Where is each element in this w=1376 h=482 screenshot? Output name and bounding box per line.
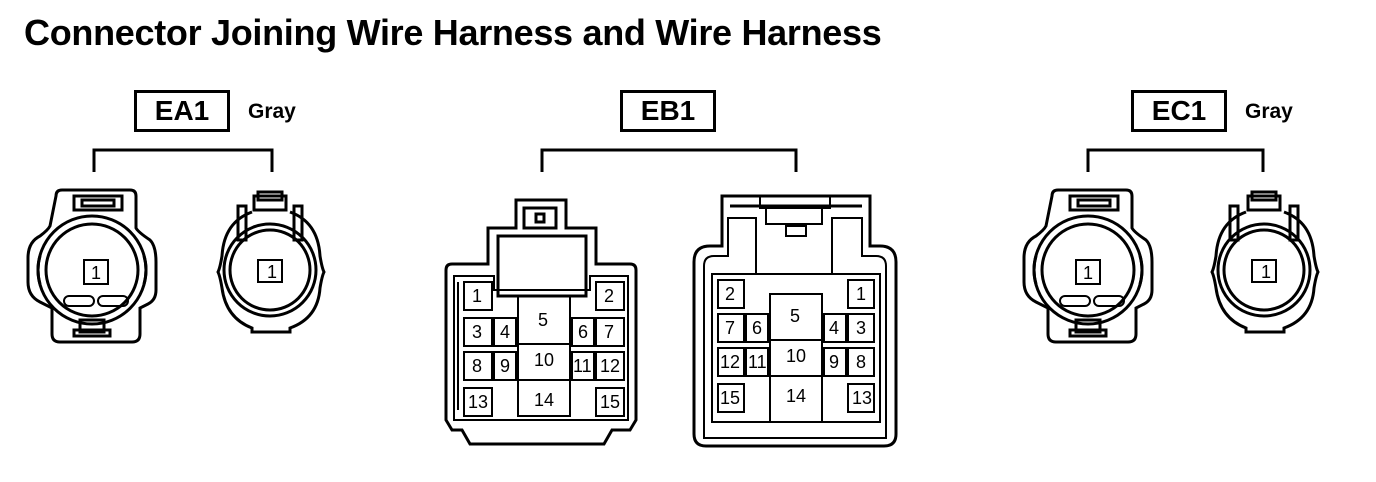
connector-ec1-male: [1210, 190, 1320, 334]
bracket-ea1: [92, 148, 274, 172]
pin-1-eb1-female: 1: [472, 286, 482, 306]
connector-color-ec1: Gray: [1245, 100, 1293, 123]
pin-7-eb1-male: 7: [725, 318, 735, 338]
connector-code-ec1: EC1: [1131, 90, 1227, 132]
pin-8-eb1-female: 8: [472, 356, 482, 376]
pin-4-eb1-female: 4: [500, 322, 510, 342]
pin-7-eb1-female: 7: [604, 322, 614, 342]
pin-6-eb1-female: 6: [578, 322, 588, 342]
connector-ea1-female: [26, 188, 158, 344]
pin-10-eb1-female: 10: [534, 350, 554, 370]
pin-8-eb1-male: 8: [856, 352, 866, 372]
pin-9-eb1-male: 9: [829, 352, 839, 372]
bracket-ec1: [1086, 148, 1265, 172]
pin-1-ec1-male: 1: [1261, 262, 1271, 282]
pin-1-ea1-male: 1: [267, 262, 277, 282]
connector-color-ea1: Gray: [248, 100, 296, 123]
pin-15-eb1-female: 15: [600, 392, 620, 412]
pin-1-ea1-female: 1: [91, 263, 101, 283]
connector-eb1-male: [692, 194, 898, 448]
connector-code-ea1: EA1: [134, 90, 230, 132]
pin-11-eb1-female: 11: [573, 356, 592, 376]
pin-4-eb1-male: 4: [829, 318, 839, 338]
pin-13-eb1-male: 13: [852, 388, 872, 408]
connector-ea1-male: [216, 190, 326, 334]
pin-13-eb1-female: 13: [468, 392, 488, 412]
pin-11-eb1-male: 11: [748, 352, 767, 372]
pin-9-eb1-female: 9: [500, 356, 510, 376]
pin-2-eb1-female: 2: [604, 286, 614, 306]
pin-1-eb1-male: 1: [856, 284, 866, 304]
pin-1-ec1-female: 1: [1083, 263, 1093, 283]
page-title: Connector Joining Wire Harness and Wire …: [24, 12, 882, 53]
pin-2-eb1-male: 2: [725, 284, 735, 304]
pin-10-eb1-male: 10: [786, 346, 806, 366]
pin-15-eb1-male: 15: [720, 388, 740, 408]
connector-eb1-female: [444, 198, 638, 446]
bracket-eb1: [540, 148, 798, 172]
connector-ec1-female: [1022, 188, 1154, 344]
pin-3-eb1-male: 3: [856, 318, 866, 338]
pin-5-eb1-female: 5: [538, 310, 548, 330]
pin-12-eb1-male: 12: [720, 352, 740, 372]
pin-3-eb1-female: 3: [472, 322, 482, 342]
pin-6-eb1-male: 6: [752, 318, 762, 338]
pin-12-eb1-female: 12: [600, 356, 620, 376]
pin-14-eb1-female: 14: [534, 390, 554, 410]
pin-5-eb1-male: 5: [790, 306, 800, 326]
connector-code-eb1: EB1: [620, 90, 716, 132]
pin-14-eb1-male: 14: [786, 386, 806, 406]
